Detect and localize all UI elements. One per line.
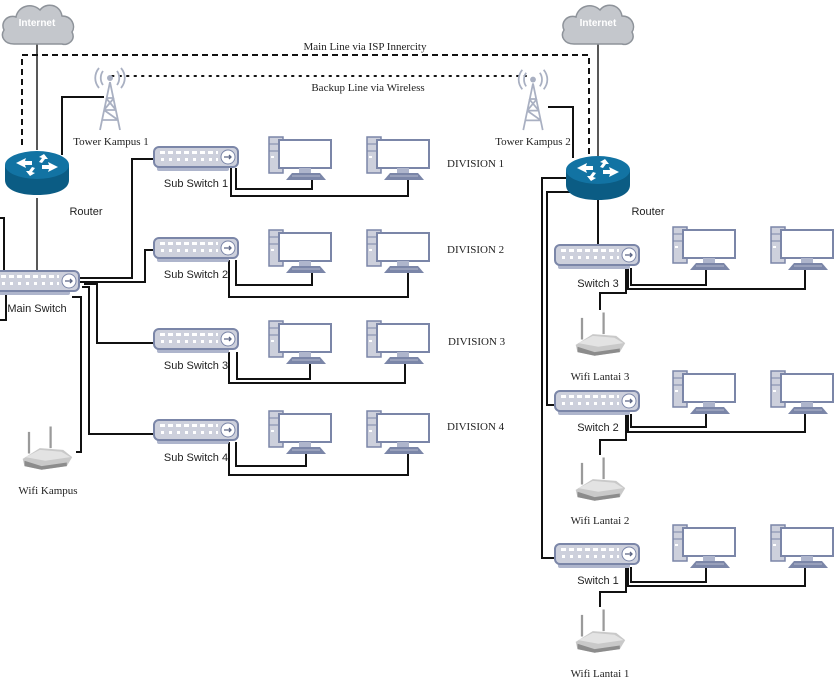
wire-router2-switch1 — [541, 177, 572, 559]
wire-mainswitch-sub4 — [82, 286, 154, 435]
main-switch-label: Main Switch — [7, 303, 66, 315]
wifi-router-icon — [21, 425, 74, 471]
pc-icon — [770, 524, 834, 569]
pc-icon — [672, 524, 736, 569]
router-2-label: Router — [631, 206, 664, 218]
pc-icon — [268, 136, 332, 181]
wifi-router-icon — [574, 456, 627, 502]
wifi-kampus: Wifi Kampus — [18, 425, 78, 497]
switch-1-label: Switch 1 — [577, 575, 619, 587]
sub-switch-2: Sub Switch 2 — [153, 237, 239, 281]
router-icon — [5, 151, 69, 195]
tower-icon — [94, 67, 126, 131]
sub-switch-1: Sub Switch 1 — [153, 146, 239, 190]
router-icon — [566, 156, 630, 200]
switch-icon — [554, 543, 640, 569]
switch-3-label: Switch 3 — [577, 278, 619, 290]
internet-label-2: Internet — [580, 18, 617, 29]
division-3-label: DIVISION 3 — [448, 336, 506, 348]
pc-icon — [268, 410, 332, 455]
pc-icon — [268, 229, 332, 274]
wire-mainswitch-left — [0, 217, 7, 321]
main-line-label: Main Line via ISP Innercity — [303, 41, 427, 53]
wire-mainswitch-sub2 — [78, 249, 154, 283]
wires — [0, 44, 806, 607]
wire-router2-switch2 — [546, 191, 574, 406]
sub-switch-2-label: Sub Switch 2 — [164, 269, 228, 281]
main-switch: Main Switch — [0, 270, 80, 315]
division-wires — [228, 168, 409, 476]
switch-icon — [153, 419, 239, 445]
sub-switch-3: Sub Switch 3 — [153, 328, 239, 372]
pc-icon — [366, 136, 430, 181]
pc-icon — [770, 370, 834, 415]
router-1-label: Router — [69, 206, 102, 218]
tower-kampus-2-label: Tower Kampus 2 — [495, 136, 571, 148]
division-2-label: DIVISION 2 — [447, 244, 504, 256]
wifi-router-icon — [574, 608, 627, 654]
switch-icon — [554, 244, 640, 270]
division-4-label: DIVISION 4 — [447, 421, 505, 433]
tower-icon — [517, 68, 549, 131]
wire-mainswitch-wifi — [72, 296, 82, 453]
switch-1: Switch 1 — [554, 543, 640, 587]
internet-cloud-2: Internet — [561, 4, 635, 46]
switch-icon — [0, 270, 80, 296]
wifi-lantai-3: Wifi Lantai 3 — [571, 311, 630, 383]
wifi-lantai-2-label: Wifi Lantai 2 — [571, 515, 630, 527]
pc-icon — [770, 226, 834, 271]
wifi-lantai-1: Wifi Lantai 1 — [571, 608, 630, 680]
internet-cloud-1: Internet — [1, 4, 75, 46]
switch-icon — [153, 146, 239, 172]
tower-kampus-1: Tower Kampus 1 — [73, 67, 149, 148]
sub-switch-4: Sub Switch 4 — [153, 419, 239, 464]
router-1: Router — [5, 151, 103, 218]
wifi-lantai-2: Wifi Lantai 2 — [571, 456, 630, 527]
wire-mainswitch-sub1 — [78, 158, 154, 279]
pc-icon — [672, 370, 736, 415]
tower-kampus-2: Tower Kampus 2 — [495, 68, 571, 148]
sub-switch-3-label: Sub Switch 3 — [164, 360, 228, 372]
pc-icon — [366, 320, 430, 365]
switch-icon — [153, 328, 239, 354]
pc-icon — [366, 410, 430, 455]
wifi-router-icon — [574, 311, 627, 357]
pc-icon — [268, 320, 332, 365]
switch-3: Switch 3 — [554, 244, 640, 290]
switch-icon — [153, 237, 239, 263]
internet-label-1: Internet — [19, 18, 56, 29]
wire-tower2-router2 — [548, 106, 574, 158]
pc-icon — [366, 229, 430, 274]
switch-icon — [554, 390, 640, 416]
division-1-label: DIVISION 1 — [447, 158, 504, 170]
router-2: Router — [566, 156, 665, 218]
pc-icon — [672, 226, 736, 271]
switch-2-label: Switch 2 — [577, 422, 619, 434]
wifi-kampus-label: Wifi Kampus — [18, 485, 77, 497]
wifi-lantai-3-label: Wifi Lantai 3 — [571, 371, 630, 383]
wire-mainswitch-sub3 — [84, 283, 154, 344]
main-line — [21, 54, 590, 158]
sub-switch-1-label: Sub Switch 1 — [164, 178, 228, 190]
switch-2: Switch 2 — [554, 390, 640, 434]
sub-switch-4-label: Sub Switch 4 — [164, 452, 228, 464]
tower-kampus-1-label: Tower Kampus 1 — [73, 136, 149, 148]
wifi-lantai-1-label: Wifi Lantai 1 — [571, 668, 630, 680]
wire-tower1-router1 — [61, 96, 104, 155]
backup-line-label: Backup Line via Wireless — [311, 82, 424, 94]
